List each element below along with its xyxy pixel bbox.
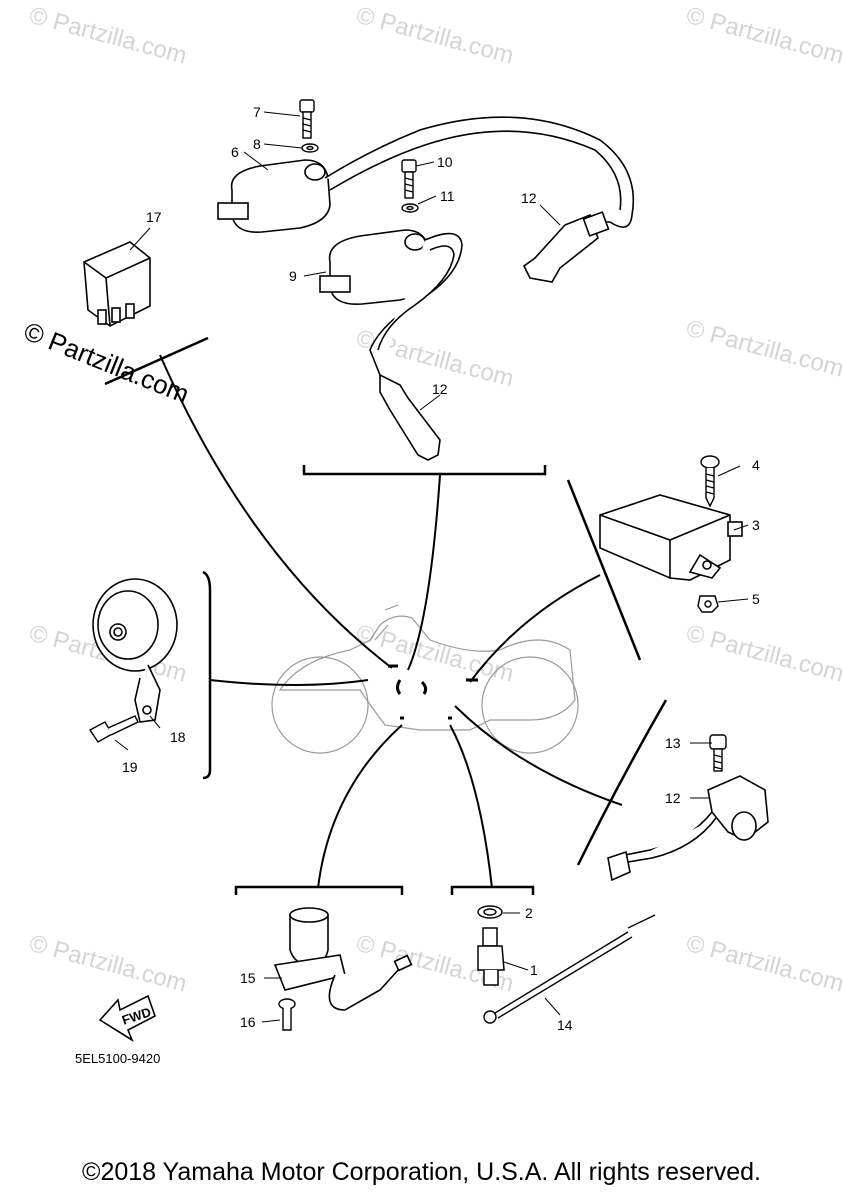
watermark: © Partzilla.com [683,315,843,383]
watermark: © Partzilla.com [683,620,843,688]
relay-18 [83,241,151,327]
ignition-coil-6 [217,116,635,233]
callout-16: 15 [240,970,256,986]
neutral-switch-16 [273,907,413,1011]
callout-14: 13 [665,735,681,751]
motorcycle-outline [271,604,579,754]
callout-18: 17 [146,209,162,225]
horn-19 [92,578,178,723]
callout-10: 10 [437,154,453,170]
callout-6: 6 [231,144,239,160]
watermark: © Partzilla.com [683,2,843,70]
gasket-2 [477,905,503,919]
screw-4 [700,455,720,508]
callout-20: 19 [122,759,138,775]
lead-wire-15 [483,914,656,1024]
callout-7: 7 [253,104,261,120]
callout-8: 8 [253,136,261,152]
callout-12-lower: 12 [432,381,448,397]
washer-8 [301,143,319,153]
callout-1: 1 [530,962,538,978]
callout-4: 4 [752,457,760,473]
screw-17 [278,998,296,1031]
watermark: © Partzilla.com [26,930,189,998]
watermark: © Partzilla.com [26,2,189,70]
ignition-coil-9 [319,229,463,376]
leader-lines [159,354,623,889]
watermark-main: © Partzilla.com [20,316,194,409]
nut-5 [697,595,719,613]
callout-17: 16 [240,1014,256,1030]
callouts: 7 8 6 10 11 9 12 12 17 4 3 5 13 12 18 19… [122,104,760,1033]
group-brackets [104,336,668,895]
spark-plug-cap-12-lower [379,373,441,461]
spark-plug-cap-12-upper [522,211,610,283]
diagram-code: 5EL5100-9420 [75,1051,160,1066]
callout-9: 9 [289,268,297,284]
bolt-14 [709,734,727,772]
callout-2: 2 [525,905,533,921]
callout-19: 18 [170,729,186,745]
callout-leaders [114,111,749,1023]
speed-sensor-13 [607,775,769,882]
callout-13: 12 [665,790,681,806]
watermark: © Partzilla.com [353,2,516,70]
bike-markers [388,664,478,720]
washer-11 [401,203,419,213]
bolt-7 [299,99,315,139]
callout-15: 14 [557,1017,573,1033]
watermark: © Partzilla.com [683,930,843,998]
callout-11: 11 [440,188,455,204]
callout-3: 3 [752,517,760,533]
fwd-arrow-icon: FWD [98,994,156,1042]
oil-level-switch-1 [477,927,505,986]
watermark: © Partzilla.com [353,620,516,688]
bolt-20 [88,715,139,743]
callout-12-upper: 12 [521,190,537,206]
cdi-unit-3 [599,494,743,581]
copyright-notice: ©2018 Yamaha Motor Corporation, U.S.A. A… [82,1158,761,1186]
callout-5: 5 [752,591,760,607]
